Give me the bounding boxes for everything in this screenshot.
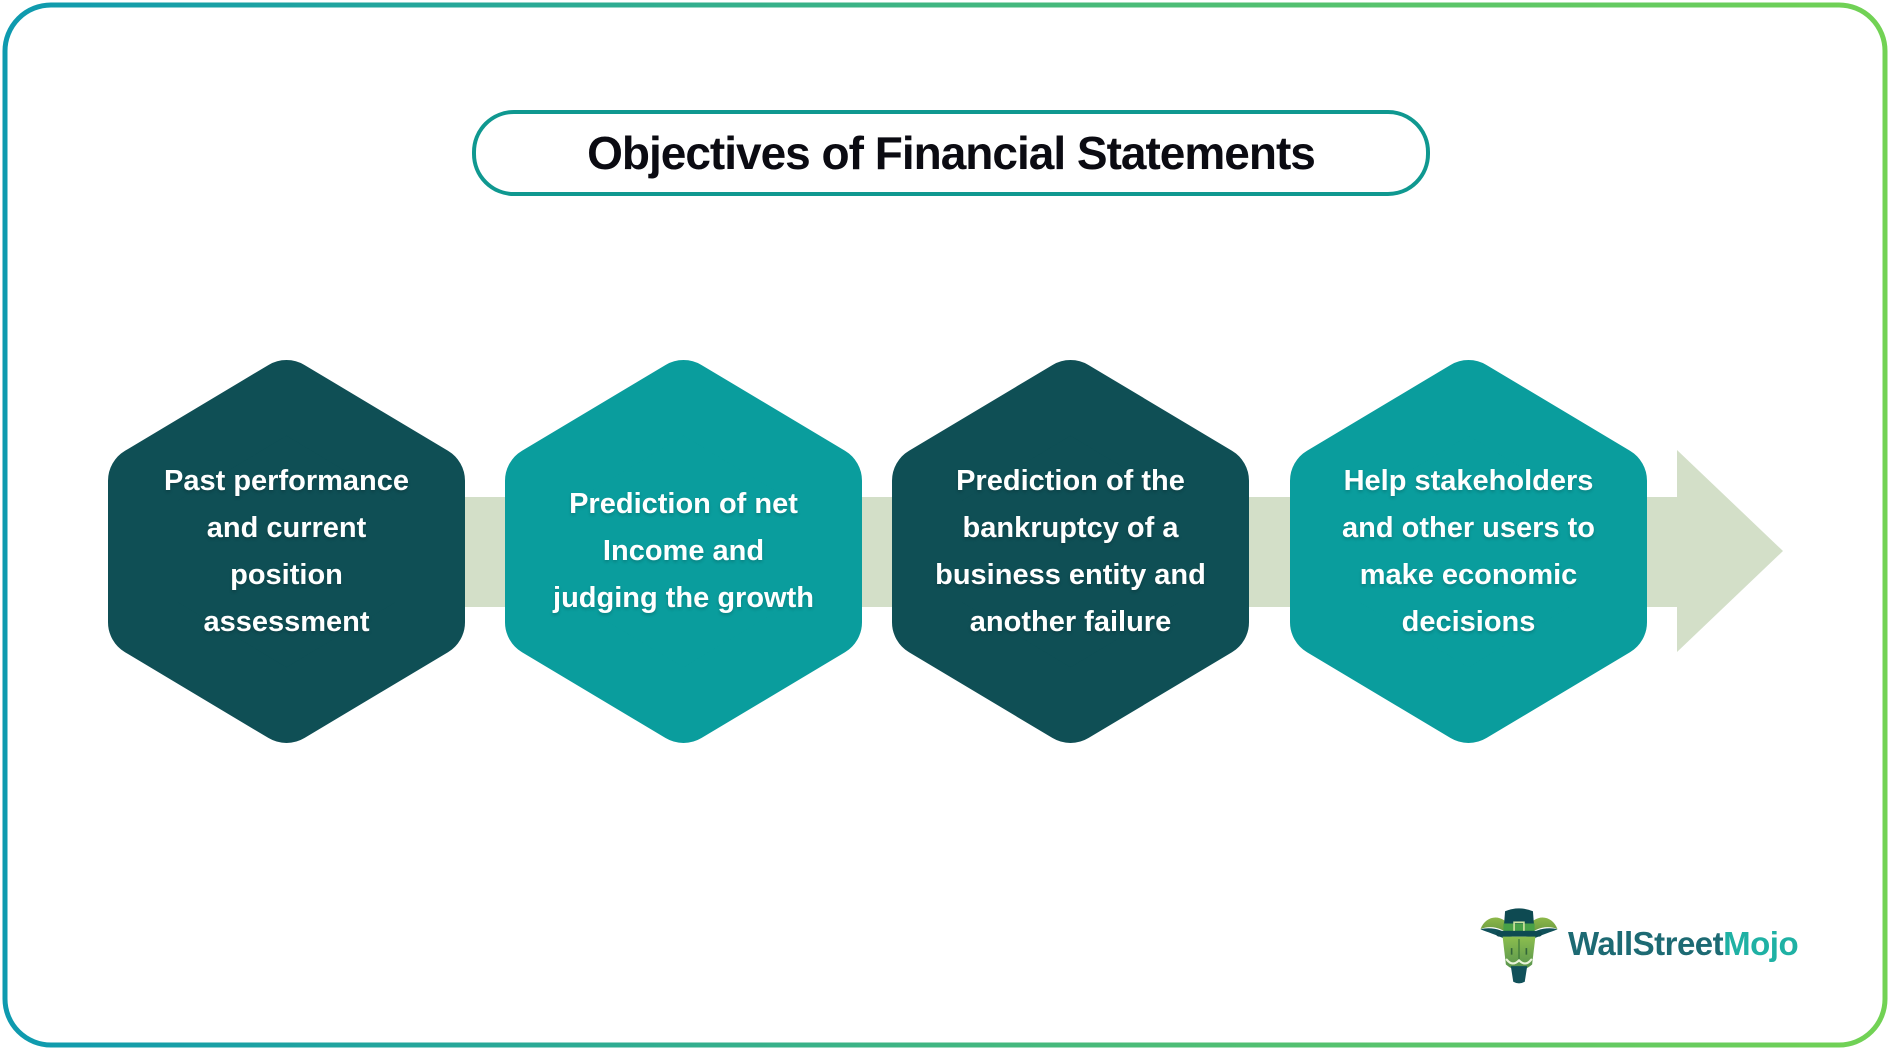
- logo-text-mojo: Mojo: [1723, 925, 1799, 962]
- hexagon-shape: [108, 360, 465, 743]
- step-4-line: make economic: [1359, 558, 1578, 591]
- step-2-line: Prediction of net: [569, 488, 798, 520]
- wallstreetmojo-logo: WallStreetMojo: [1478, 898, 1799, 990]
- step-2-line: judging the growth: [553, 582, 814, 614]
- step-3-label: Prediction of the bankruptcy of a busine…: [900, 360, 1241, 743]
- page-title: Objectives of Financial Statements: [587, 127, 1316, 179]
- logo-text: WallStreetMojo: [1568, 925, 1799, 963]
- arrow-head-icon: [1677, 450, 1783, 652]
- step-4-line: Help stakeholders: [1343, 464, 1594, 497]
- logo-text-wallstreet: WallStreet: [1568, 925, 1724, 962]
- step-2-line: Income and: [602, 535, 765, 567]
- step-1-line: and current: [206, 511, 367, 544]
- title-box: Objectives of Financial Statements: [472, 110, 1430, 196]
- step-4-line: and other users to: [1342, 511, 1595, 544]
- step-2-label: Prediction of net Income and judging the…: [513, 360, 854, 743]
- step-1-label: Past performance and current position as…: [116, 360, 457, 743]
- hexagon-shape: [892, 360, 1249, 743]
- step-4-hexagon: Help stakeholders and other users to mak…: [1290, 360, 1647, 743]
- step-3-line: bankruptcy of a: [962, 511, 1179, 544]
- step-4-label: Help stakeholders and other users to mak…: [1298, 360, 1639, 743]
- step-1-line: Past performance: [164, 464, 409, 497]
- step-3-line: business entity and: [935, 558, 1206, 591]
- step-2-hexagon: Prediction of net Income and judging the…: [505, 360, 862, 743]
- hexagon-shape: [1290, 360, 1647, 743]
- step-4-line: decisions: [1401, 605, 1536, 638]
- step-1-hexagon: Past performance and current position as…: [108, 360, 465, 743]
- step-1-line: position: [230, 558, 343, 591]
- step-3-line: another failure: [969, 605, 1172, 638]
- bull-mascot-icon: [1480, 908, 1558, 984]
- step-1-line: assessment: [203, 605, 370, 638]
- step-3-hexagon: Prediction of the bankruptcy of a busine…: [892, 360, 1249, 743]
- hexagon-shape: [505, 360, 862, 743]
- step-3-line: Prediction of the: [956, 464, 1185, 497]
